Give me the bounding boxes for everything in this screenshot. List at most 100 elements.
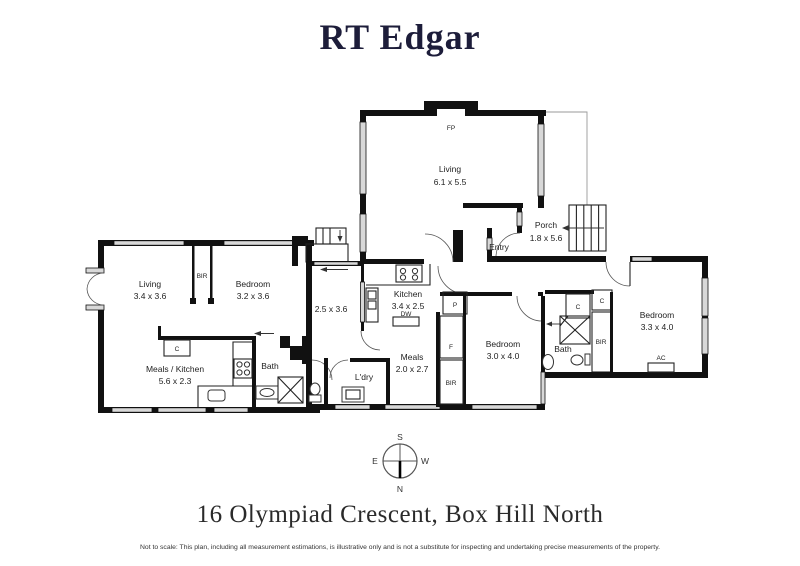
label-meals-kitchen-left-dims: 5.6 x 2.3	[159, 376, 192, 386]
window	[540, 371, 546, 405]
shower-icon	[277, 376, 304, 404]
pantry	[442, 291, 468, 315]
dishwasher-icon	[392, 316, 420, 327]
door-arc	[329, 359, 349, 379]
compass-west: W	[421, 456, 429, 466]
label-porch: Porch	[535, 220, 557, 230]
fridge-space	[439, 315, 464, 359]
stove-icon	[395, 264, 423, 283]
middle-section	[292, 227, 562, 410]
label-bir: BIR	[197, 273, 208, 280]
window	[223, 240, 297, 246]
window	[334, 404, 371, 410]
label-fp: FP	[447, 125, 455, 132]
main-living-block	[359, 101, 588, 295]
label-bir: BIR	[446, 380, 457, 387]
sink-icon	[367, 290, 377, 300]
label-kitchen-main: Kitchen	[394, 289, 423, 299]
french-doors	[85, 267, 105, 311]
sink-icon	[207, 389, 226, 402]
label-bedroom-right: Bedroom	[640, 310, 675, 320]
label-f: F	[449, 344, 453, 351]
closet	[565, 293, 591, 319]
label-living-left: Living	[139, 279, 161, 289]
closet	[163, 339, 191, 357]
label-c: C	[600, 298, 605, 305]
window	[113, 240, 185, 246]
compass-north: N	[397, 484, 403, 494]
label-dw: DW	[401, 311, 413, 318]
shower-icon	[559, 315, 591, 345]
compass-south: S	[397, 432, 403, 442]
window	[359, 213, 367, 253]
basin-icon	[542, 354, 554, 370]
window	[359, 121, 367, 195]
label-porch-dims: 1.8 x 5.6	[530, 233, 563, 243]
label-living-left-dims: 3.4 x 3.6	[134, 291, 167, 301]
label-bedroom-left-dims: 3.2 x 3.6	[237, 291, 270, 301]
compass-rose: S N E W	[372, 432, 429, 494]
door-arc	[437, 265, 467, 295]
kitchen-counter	[366, 264, 431, 286]
property-address: 16 Olympiad Crescent, Box Hill North	[196, 501, 604, 528]
window	[486, 237, 493, 251]
label-bath-mid: Bath	[554, 344, 572, 354]
window	[537, 123, 545, 197]
window	[213, 407, 249, 413]
label-room-mid-dims: 2.5 x 3.6	[315, 304, 348, 314]
label-bedroom-mid-dims: 3.0 x 4.0	[487, 351, 520, 361]
bir-closet	[190, 246, 214, 304]
porch	[487, 204, 708, 287]
disclaimer-text: Not to scale: This plan, including all m…	[140, 544, 660, 551]
label-c: C	[175, 346, 180, 353]
toilet-icon	[308, 382, 322, 403]
window	[631, 256, 653, 262]
stove-icon	[233, 358, 253, 379]
window	[384, 404, 441, 410]
sink-icon	[367, 300, 377, 310]
label-entry: Entry	[489, 242, 510, 252]
window	[471, 404, 538, 410]
label-meals-main: Meals	[401, 352, 424, 362]
washer-icon	[341, 386, 365, 403]
label-bedroom-mid: Bedroom	[486, 339, 521, 349]
bir-closet	[439, 359, 464, 405]
window	[313, 261, 359, 266]
brand-logo: RT Edgar	[319, 17, 481, 57]
label-meals-kitchen-left: Meals / Kitchen	[146, 364, 204, 374]
label-c: C	[576, 304, 581, 311]
label-p: P	[453, 302, 457, 309]
entry-door-arc	[495, 232, 521, 258]
window	[360, 281, 365, 323]
window	[701, 277, 709, 317]
label-meals-main-dims: 2.0 x 2.7	[396, 364, 429, 374]
right-wing	[542, 262, 709, 378]
compass-east: E	[372, 456, 378, 466]
label-bir: BIR	[596, 339, 607, 346]
label-living-main-dims: 6.1 x 5.5	[434, 177, 467, 187]
label-laundry: L'dry	[355, 372, 374, 382]
left-unit	[85, 240, 320, 413]
eave-line	[546, 111, 588, 205]
bath-left-fixtures	[255, 376, 304, 404]
door-arc	[605, 261, 631, 287]
label-ac: AC	[656, 355, 665, 362]
door-arc	[360, 330, 381, 351]
stairs-icon	[562, 204, 607, 252]
fireplace-icon	[424, 101, 478, 116]
kitchen-counter	[197, 341, 253, 407]
window	[111, 407, 153, 413]
window	[516, 211, 523, 227]
door-arc	[516, 295, 543, 322]
window	[701, 317, 709, 355]
label-bedroom-left: Bedroom	[236, 279, 271, 289]
label-bedroom-right-dims: 3.3 x 4.0	[641, 322, 674, 332]
door-arc	[424, 233, 454, 263]
window	[157, 407, 207, 413]
toilet-icon	[570, 353, 591, 366]
label-bath-left: Bath	[261, 361, 279, 371]
door-arc	[311, 359, 333, 381]
label-kitchen-main-dims: 3.4 x 2.5	[392, 301, 425, 311]
